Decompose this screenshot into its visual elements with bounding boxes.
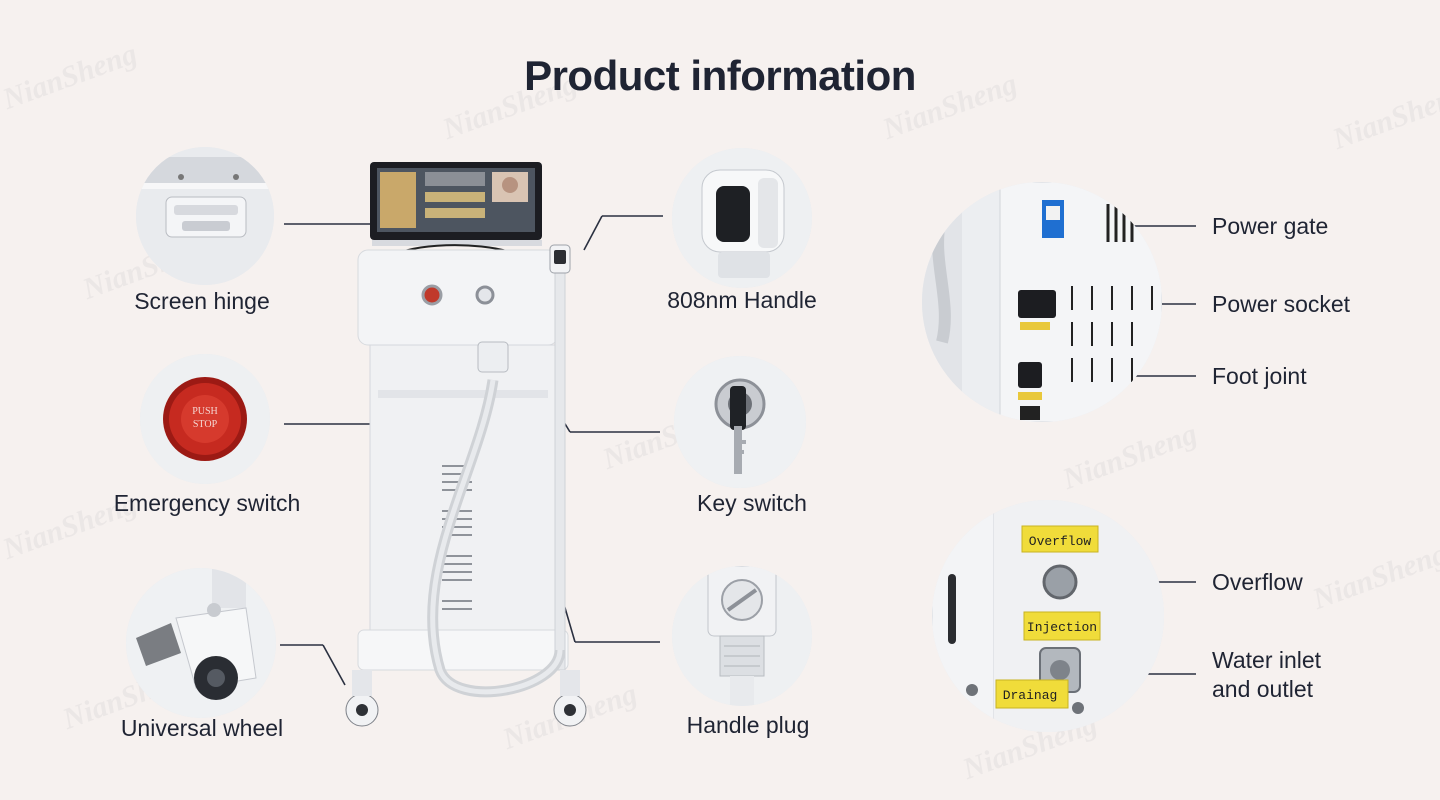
handle-plug-photo (672, 566, 812, 706)
handle-icon (672, 148, 812, 288)
machine-illustration (345, 162, 587, 727)
power-socket-label: Power socket (1212, 291, 1351, 317)
water-panel-illustration: Overflow Injection Drainag (932, 500, 1164, 732)
power-gate-label: Power gate (1212, 213, 1329, 239)
page-title: Product information (524, 52, 916, 99)
808nm-handle-photo (672, 148, 812, 288)
key-switch-label: Key switch (697, 490, 807, 516)
emergency-switch-photo: PUSH STOP (140, 354, 270, 484)
drainage-tag: Drainag (1003, 688, 1058, 703)
emergency-stop-icon: PUSH STOP (140, 354, 270, 484)
push-text: PUSH (192, 406, 218, 417)
overflow-tag: Overflow (1029, 534, 1092, 549)
water-inlet-label: Water inlet and outlet (1212, 646, 1321, 704)
water-panel-photo: Overflow Injection Drainag (932, 500, 1164, 732)
emergency-switch-label: Emergency switch (113, 490, 301, 516)
rear-panel-illustration (922, 182, 1162, 422)
universal-wheel-label: Universal wheel (120, 715, 284, 741)
hinge-icon (136, 147, 274, 285)
overflow-label: Overflow (1212, 569, 1303, 595)
water-inlet-line1: Water inlet (1212, 647, 1322, 673)
handle-plug-label: Handle plug (686, 712, 810, 738)
rear-panel-photo (922, 182, 1162, 422)
foot-joint-label: Foot joint (1212, 363, 1307, 389)
screen-hinge-label: Screen hinge (134, 288, 270, 314)
wheel-icon (126, 568, 276, 718)
key-switch-photo (674, 356, 806, 488)
808nm-handle-label: 808nm Handle (667, 287, 817, 313)
water-inlet-line2: and outlet (1212, 676, 1314, 702)
universal-wheel-photo (126, 568, 276, 718)
key-icon (674, 356, 806, 488)
plug-icon (672, 566, 812, 706)
stop-text: STOP (193, 419, 218, 430)
laser-machine-photo (330, 150, 600, 750)
screen-hinge-photo (136, 147, 274, 285)
injection-tag: Injection (1027, 620, 1097, 635)
